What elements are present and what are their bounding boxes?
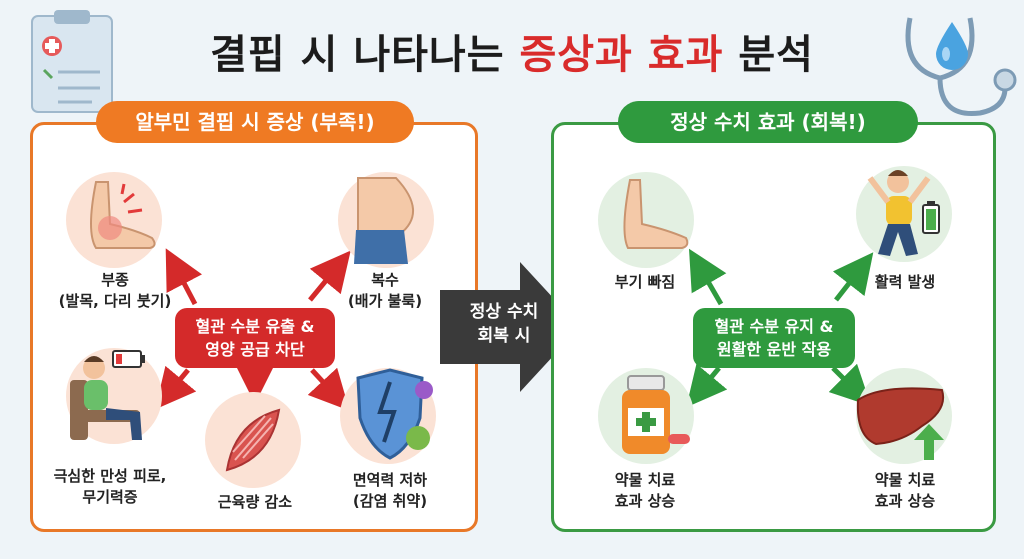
healthy-foot-circle [598, 172, 694, 268]
muscle-icon [225, 408, 281, 472]
deficiency-cause-hub: 혈관 수분 유출 &영양 공급 차단 [175, 308, 335, 368]
recovery-arrows [686, 248, 874, 408]
tired-person-icon [70, 356, 142, 440]
bloated-belly-icon [354, 177, 415, 264]
full-battery-icon [922, 201, 940, 234]
muscle-loss-label: 근육량 감소 [217, 493, 293, 511]
page-title: 결핍 시 나타나는 증상과 효과 분석 [0, 22, 1024, 80]
vitality-label: 활력 발생 [874, 273, 936, 291]
title-highlight: 증상과 효과 [519, 32, 724, 78]
swollen-foot-icon [90, 181, 156, 249]
liver-icon [856, 387, 944, 446]
stethoscope-icon [905, 17, 1017, 117]
jumping-person-icon [867, 170, 931, 256]
up-arrow-icon [914, 424, 944, 460]
deficiency-header: 알부민 결핍 시 증상 (부족!) [96, 101, 414, 143]
low-battery-icon [112, 350, 145, 368]
clipboard-icon [31, 10, 113, 113]
medicine-bottle-icon [622, 375, 690, 454]
shield-virus-icon [356, 368, 433, 460]
title-part1: 결핍 시 나타나는 [210, 32, 520, 78]
healthy-foot-icon [623, 179, 689, 249]
ascites-label: 복수(배가 불룩) [347, 271, 423, 310]
water-drop-icon [936, 22, 968, 70]
transition-arrow [440, 262, 580, 392]
edema-label: 부종(발목, 다리 붓기) [58, 271, 172, 310]
fatigue-label: 극심한 만성 피로,무기력증 [53, 467, 167, 506]
immunity-label: 면역력 저하(감염 취약) [352, 471, 428, 510]
recovery-header: 정상 수치 효과 (회복!) [618, 101, 918, 143]
swelling-reduced-label: 부기 빠짐 [614, 273, 676, 291]
deficiency-arrows [155, 248, 351, 411]
recovery-cause-hub: 혈관 수분 유지 &원활한 운반 작용 [693, 308, 855, 368]
title-part3: 분석 [723, 32, 814, 78]
